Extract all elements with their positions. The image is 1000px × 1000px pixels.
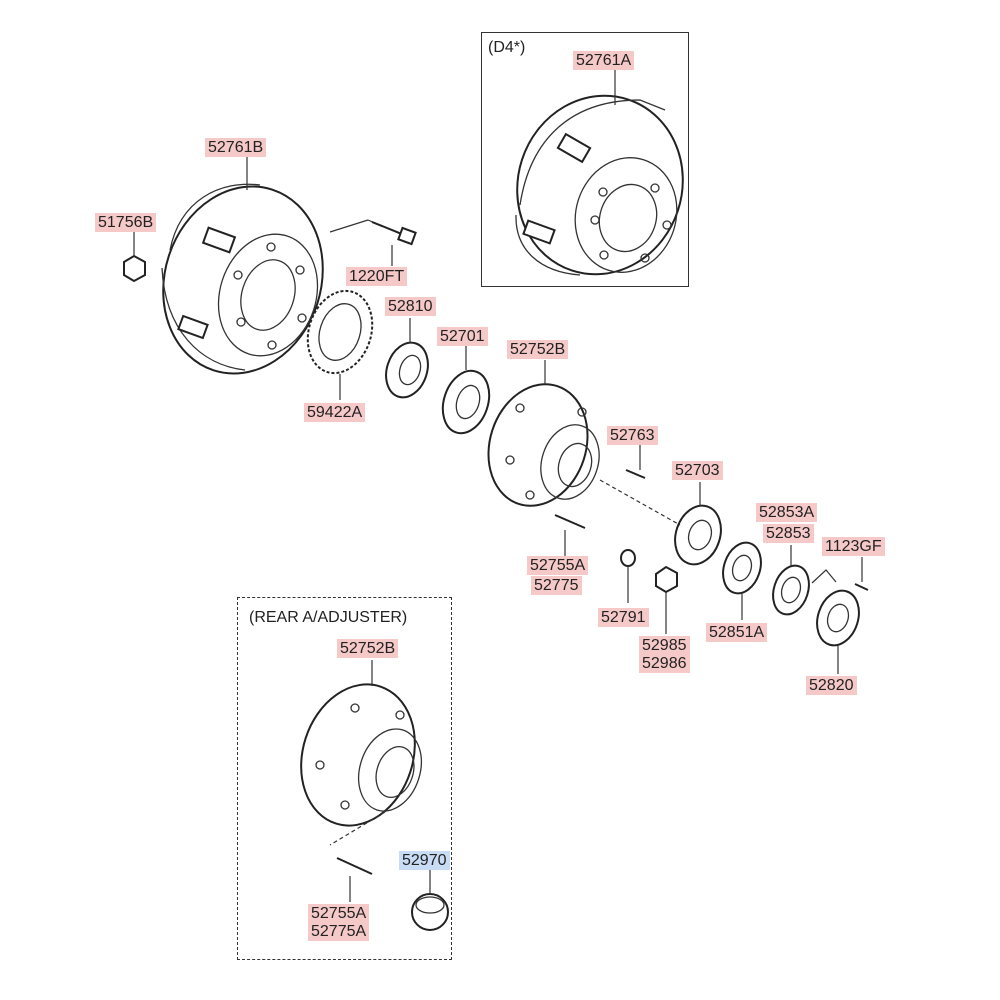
- rear-adjuster-detail-frame: [237, 597, 452, 960]
- screw-1123gf: [811, 557, 869, 591]
- label-52853a: 52853A: [756, 503, 818, 522]
- rear-adjuster-caption: (REAR A/ADJUSTER): [249, 609, 408, 626]
- label-52851a: 52851A: [706, 623, 768, 642]
- label-52791: 52791: [598, 608, 649, 627]
- label-52986: 52986: [639, 654, 690, 673]
- lock-plate: [772, 545, 810, 616]
- label-52752b-rear: 52752B: [337, 639, 399, 658]
- bolt-52763: [625, 444, 646, 479]
- label-52775a-rear: 52775A: [308, 922, 370, 941]
- label-51756b: 51756B: [95, 213, 157, 232]
- rear-wheel-stud: [336, 857, 373, 902]
- label-52820: 52820: [806, 676, 857, 695]
- label-52752b: 52752B: [507, 340, 569, 359]
- label-52701: 52701: [437, 327, 488, 346]
- label-52810: 52810: [385, 297, 436, 316]
- nut-51756b: [123, 232, 146, 283]
- nut-52791: [620, 549, 636, 603]
- wheel-hub: [487, 360, 600, 507]
- label-59422a: 59422A: [304, 403, 366, 422]
- brake-drum: [161, 183, 324, 375]
- grease-cap: [411, 870, 449, 931]
- label-52775: 52775: [531, 576, 582, 595]
- lock-washer: [722, 541, 762, 620]
- bearing-inner: [441, 346, 491, 435]
- label-52761b: 52761B: [205, 138, 267, 157]
- bolt-1220ft: [329, 219, 417, 246]
- lock-nut: [655, 565, 678, 634]
- label-52703: 52703: [672, 461, 723, 480]
- label-52755a: 52755A: [527, 556, 589, 575]
- rear-wheel-hub: [300, 660, 422, 846]
- d4-detail-frame: [481, 32, 689, 287]
- label-1220ft: 1220FT: [346, 267, 408, 286]
- label-52853: 52853: [763, 524, 814, 543]
- hub-cap: [816, 589, 860, 674]
- label-52755a-rear: 52755A: [308, 904, 370, 923]
- d4-caption: (D4*): [488, 39, 526, 56]
- tone-ring: [306, 289, 374, 400]
- label-1123gf: 1123GF: [822, 537, 885, 556]
- wheel-stud: [554, 514, 586, 556]
- oil-seal: [385, 318, 429, 399]
- label-52763: 52763: [607, 426, 658, 445]
- label-52970: 52970: [399, 851, 450, 870]
- brake-drum-d4: [515, 94, 684, 276]
- bearing-outer: [599, 479, 722, 566]
- label-52985: 52985: [639, 636, 690, 655]
- label-52761a: 52761A: [573, 51, 635, 70]
